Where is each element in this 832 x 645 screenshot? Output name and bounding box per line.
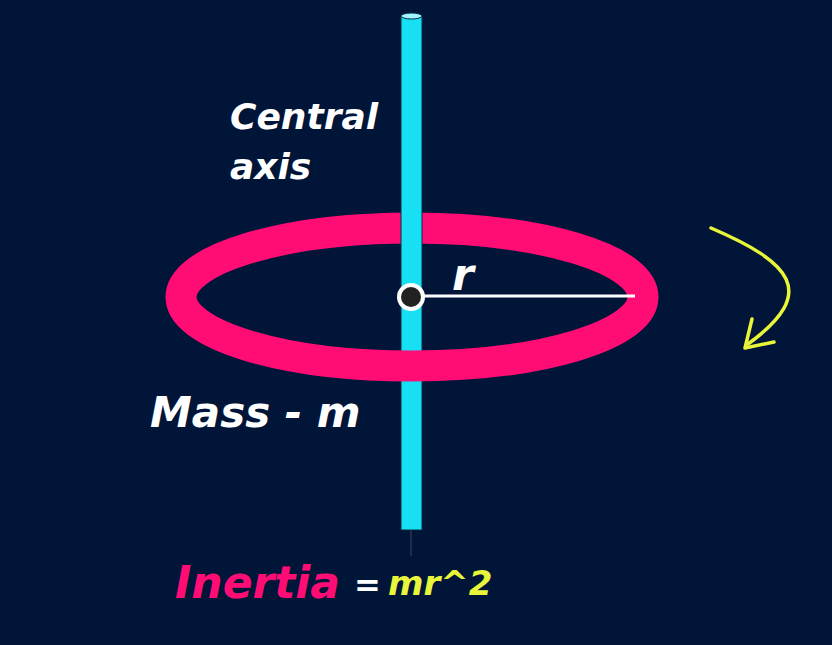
axis-label: Central axis: [230, 92, 390, 192]
equals-sign: =: [354, 566, 381, 604]
rod-cap: [401, 13, 422, 19]
central-axis-rod: [401, 16, 422, 530]
center-dot: [399, 285, 423, 309]
mass-label: Mass - m: [150, 388, 361, 438]
radius-label: r: [452, 248, 474, 301]
rotation-arrowhead: [745, 319, 774, 348]
axis-tail: [410, 528, 412, 556]
formula-label: mr^2: [388, 563, 492, 604]
inertia-label: Inertia: [175, 556, 340, 609]
